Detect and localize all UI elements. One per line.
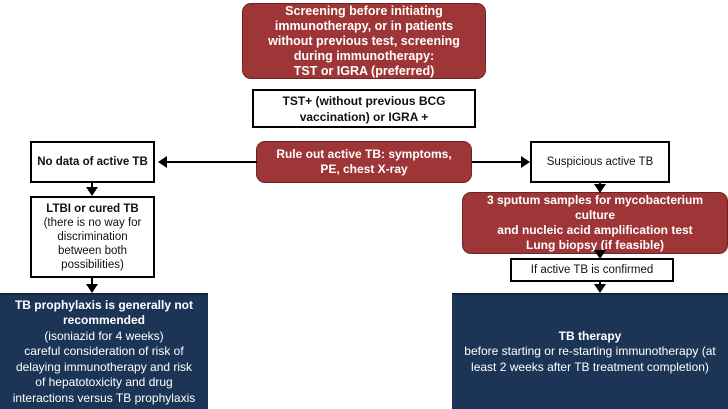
node-tb-therapy[interactable]: TB therapy before starting or re-startin… [452,293,728,409]
node-prophylaxis-line-2: careful consideration of risk of [24,344,184,359]
node-tst-result-line-1: TST+ (without previous BCG [282,93,446,108]
node-nodata-line-1: No data of active TB [37,156,148,168]
node-prophylaxis-line-1: (isoniazid for 4 weeks) [44,328,164,343]
node-prophylaxis-line-3: delaying immunotherapy and risk [15,359,193,374]
node-confirmed-line-1: If active TB is confirmed [530,264,654,276]
node-screening-line-5: TST or IGRA (preferred) [293,63,435,78]
connector-ruleout-to-suspicious [472,161,521,163]
node-screening-line-2: immunotherapy, or in patients [274,18,454,33]
node-if-active-tb-confirmed[interactable]: If active TB is confirmed [510,258,674,282]
node-therapy-line-1: before starting or re-starting immunothe… [464,344,716,359]
node-rule-out-active-tb[interactable]: Rule out active TB: symptoms, PE, chest … [256,141,472,183]
arrowhead-to-nodata [158,156,167,168]
arrowhead-to-prophylaxis [86,284,98,293]
node-tst-positive-result[interactable]: TST+ (without previous BCG vaccination) … [252,89,476,128]
arrowhead-to-suspicious [521,156,530,168]
node-ltbi-line-4: possibilities) [61,259,124,271]
connector-ltbi-to-prophylaxis [91,278,93,285]
node-no-data-of-active-tb[interactable]: No data of active TB [30,141,155,183]
node-therapy-heading: TB therapy [558,328,622,343]
node-ltbi-line-2: discrimination [57,231,128,243]
arrowhead-to-therapy [594,284,606,293]
node-ruleout-line-1: Rule out active TB: symptoms, [276,147,452,161]
node-prophylaxis-heading-1: TB prophylaxis is generally not [14,297,194,312]
node-ltbi-or-cured-tb[interactable]: LTBI or cured TB (there is no way for di… [30,196,155,278]
node-prophylaxis-line-4: of hepatotoxicity and drug [35,375,173,390]
node-prophylaxis-heading-2: recommended [62,313,146,328]
node-sputum-line-3: Lung biopsy (if feasible) [525,238,664,252]
node-ltbi-line-3: between both [57,245,128,257]
node-suspicious-active-tb[interactable]: Suspicious active TB [530,141,670,183]
node-sputum-samples[interactable]: 3 sputum samples for mycobacterium cultu… [462,192,728,254]
node-screening[interactable]: Screening before initiating immunotherap… [242,3,486,79]
node-ruleout-line-2: PE, chest X-ray [320,162,408,176]
node-sputum-line-1: 3 sputum samples for mycobacterium cultu… [486,193,704,222]
node-sputum-line-2: and nucleic acid amplification test [497,223,693,237]
arrowhead-to-ltbi [86,187,98,196]
connector-nodata-to-ltbi [91,183,93,189]
node-prophylaxis-line-5: interactions versus TB prophylaxis [12,390,196,405]
node-ltbi-line-1: (there is no way for [43,217,142,229]
node-tst-result-line-2: vaccination) or IGRA + [299,109,429,124]
connector-ruleout-to-nodata [167,161,257,163]
node-screening-line-4: during immunotherapy: [293,48,435,63]
node-tb-prophylaxis[interactable]: TB prophylaxis is generally not recommen… [0,293,208,409]
arrowhead-to-confirmed [594,250,606,259]
node-therapy-line-2: least 2 weeks after TB treatment complet… [471,359,709,374]
arrowhead-to-sputum [594,184,606,193]
node-ltbi-heading: LTBI or cured TB [46,203,139,215]
node-screening-line-1: Screening before initiating [285,3,443,18]
node-suspicious-line-1: Suspicious active TB [546,156,654,168]
node-screening-line-3: without previous test, screening [268,33,460,48]
